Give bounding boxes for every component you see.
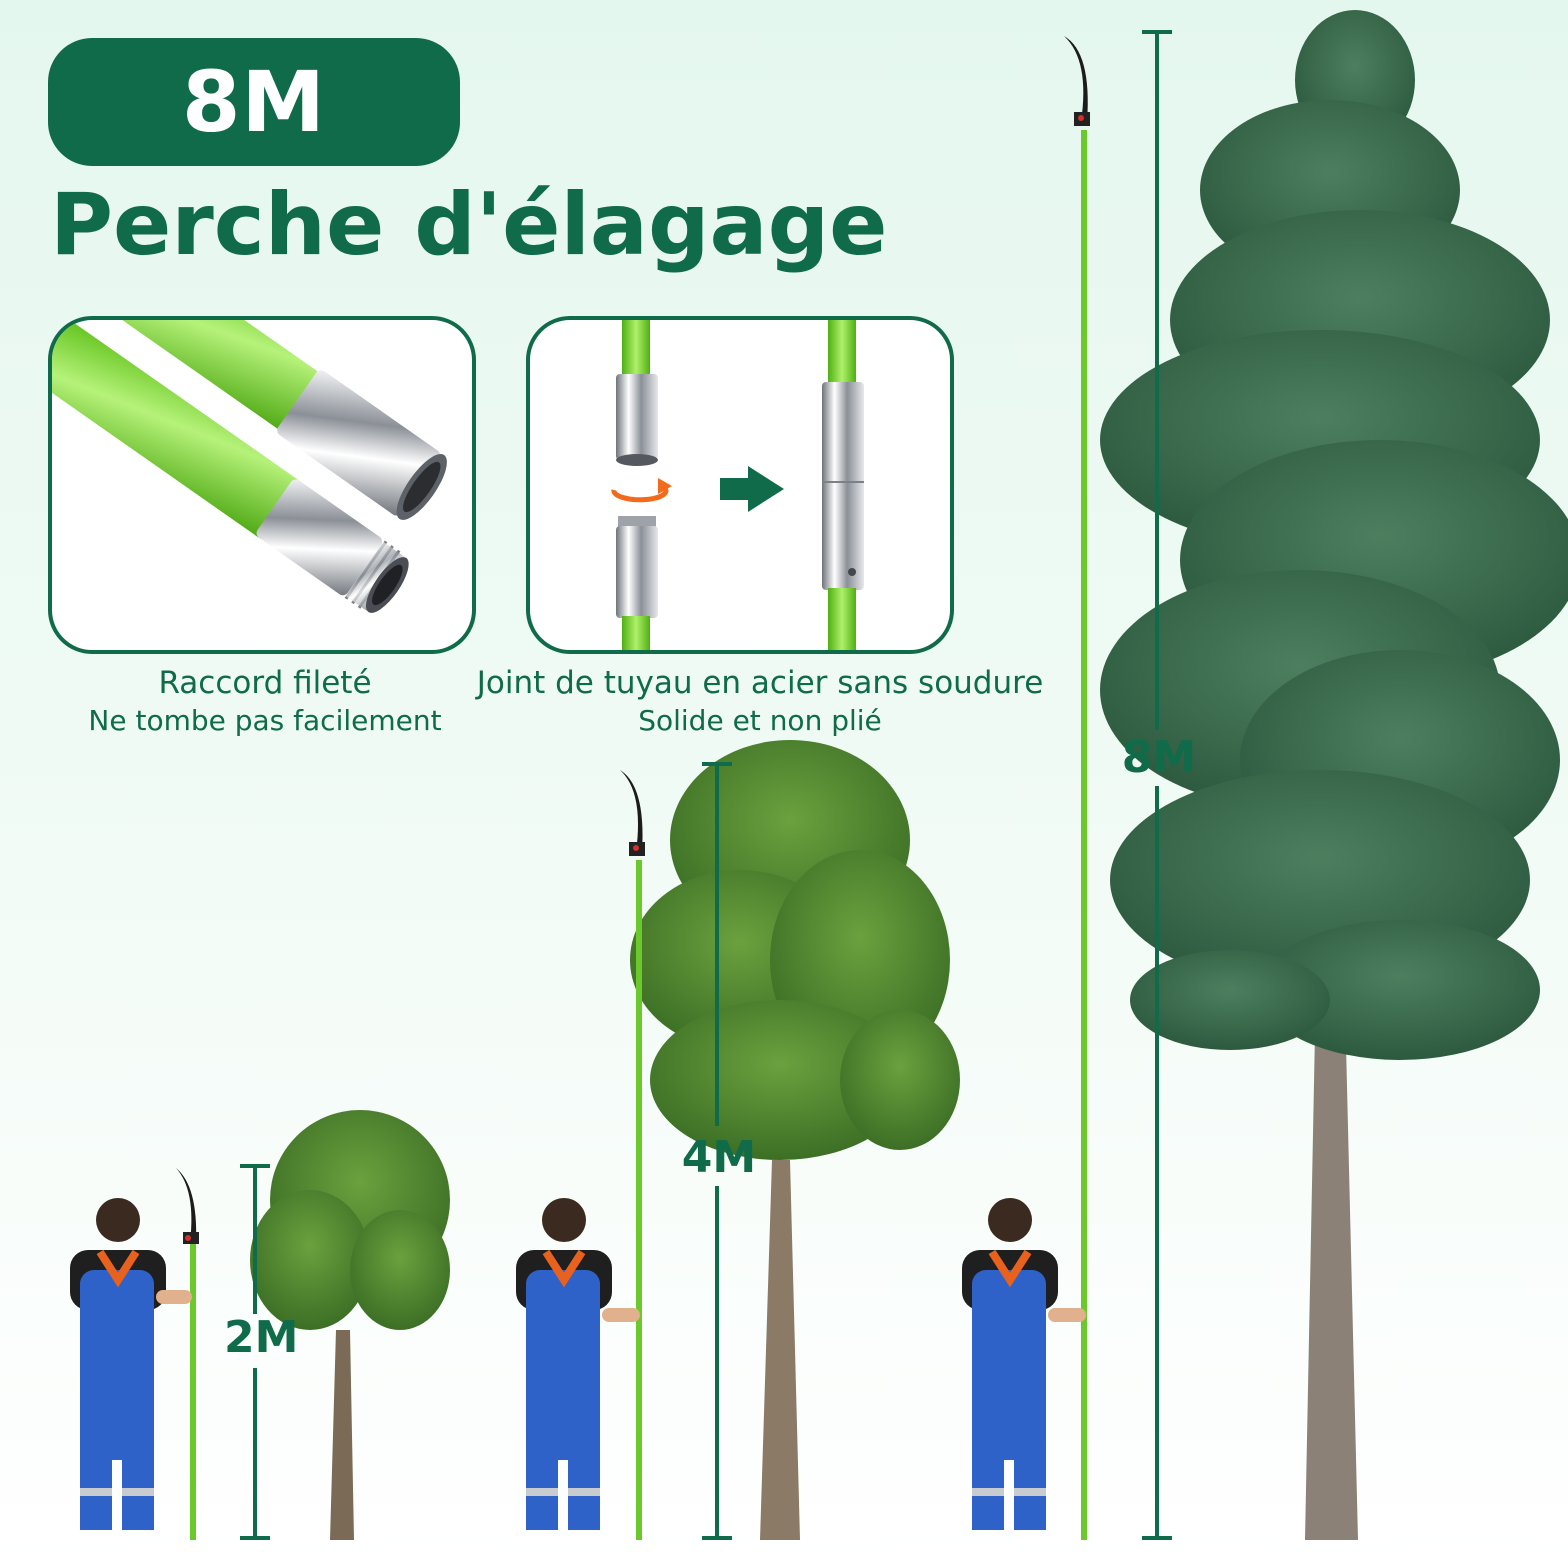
marker-line	[1155, 786, 1159, 1540]
caption-subtitle: Ne tombe pas facilement	[88, 703, 442, 737]
rotate-arrow-icon	[611, 478, 672, 503]
marker-line	[253, 1368, 257, 1540]
marker-line	[715, 1186, 719, 1540]
worker-2	[516, 1198, 640, 1530]
length-badge: 8M	[48, 38, 460, 166]
marker-bottom-tick	[240, 1536, 270, 1540]
pole-8m	[1064, 36, 1090, 1540]
worker-1	[70, 1198, 192, 1530]
height-label: 4M	[681, 1132, 757, 1183]
steel-joint-caption: Joint de tuyau en acier sans soudure Sol…	[460, 664, 1060, 738]
caption-title: Joint de tuyau en acier sans soudure	[476, 665, 1044, 701]
pole-4m	[620, 770, 645, 1540]
pole-2m	[176, 1168, 199, 1540]
right-arrow-icon	[720, 466, 784, 512]
marker-bottom-tick	[1142, 1536, 1172, 1540]
marker-line	[253, 1164, 257, 1314]
marker-bottom-tick	[702, 1536, 732, 1540]
joint-assembly-image	[611, 320, 864, 650]
height-label: 8M	[1121, 732, 1197, 783]
threaded-connection-caption: Raccord fileté Ne tombe pas facilement	[60, 664, 470, 738]
threaded-pipes-image	[52, 320, 447, 613]
threaded-connection-panel	[48, 316, 476, 654]
worker-3	[962, 1198, 1086, 1530]
caption-title: Raccord fileté	[158, 665, 372, 701]
height-label: 2M	[224, 1312, 299, 1363]
marker-line	[1155, 30, 1159, 730]
steel-joint-panel	[526, 316, 954, 654]
page-title: Perche d'élagage	[50, 175, 888, 275]
marker-line	[715, 762, 719, 1126]
caption-subtitle: Solide et non plié	[638, 703, 882, 737]
